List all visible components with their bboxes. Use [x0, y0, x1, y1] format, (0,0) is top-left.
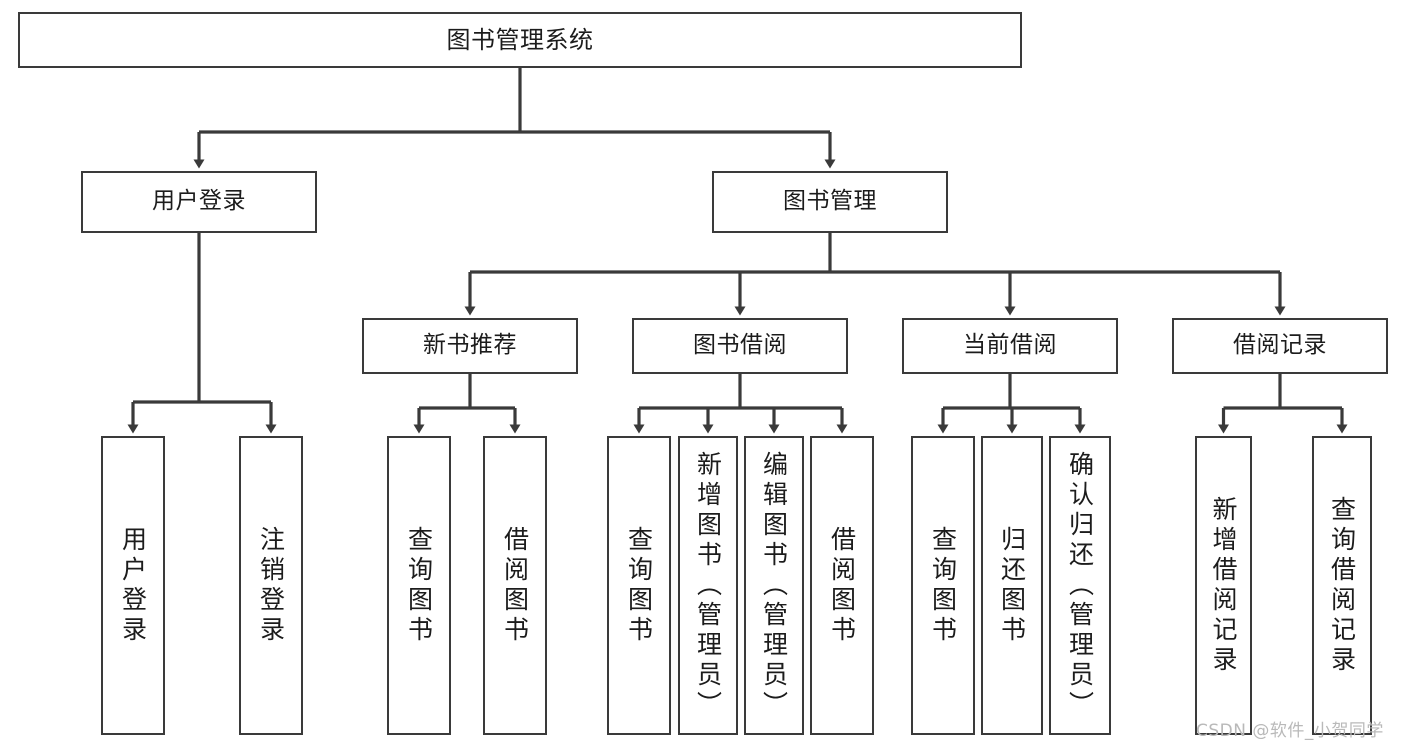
leaf-cur-return[interactable]: 归还图书 [981, 436, 1043, 735]
node-book-manage[interactable]: 图书管理 [712, 171, 948, 233]
leaf-user-login-label: 用户登录 [118, 525, 148, 646]
leaf-cur-return-label: 归还图书 [997, 525, 1027, 646]
leaf-cur-query[interactable]: 查询图书 [911, 436, 975, 735]
node-borrow-record[interactable]: 借阅记录 [1172, 318, 1388, 374]
leaf-rec-query[interactable]: 查询图书 [387, 436, 451, 735]
csdn-watermark: CSDN @软件_小贺同学 [1196, 721, 1384, 741]
leaf-rec-add[interactable]: 新增借阅记录 [1195, 436, 1252, 735]
leaf-borrow-query-label: 查询图书 [624, 525, 654, 646]
leaf-user-logout-label: 注销登录 [256, 525, 286, 646]
leaf-user-logout[interactable]: 注销登录 [239, 436, 303, 735]
node-book-manage-label: 图书管理 [783, 188, 877, 215]
leaf-user-login[interactable]: 用户登录 [101, 436, 165, 735]
leaf-borrow-do-label: 借阅图书 [827, 525, 857, 646]
node-root-label: 图书管理系统 [446, 25, 594, 54]
leaf-rec-search[interactable]: 查询借阅记录 [1312, 436, 1372, 735]
node-book-borrow[interactable]: 图书借阅 [632, 318, 848, 374]
node-new-book-rec-label: 新书推荐 [423, 332, 517, 359]
leaf-borrow-add[interactable]: 新增图书（管理员） [678, 436, 738, 735]
leaf-borrow-add-label: 新增图书（管理员） [693, 450, 723, 721]
leaf-borrow-edit[interactable]: 编辑图书（管理员） [744, 436, 804, 735]
node-current-borrow[interactable]: 当前借阅 [902, 318, 1118, 374]
node-user-login[interactable]: 用户登录 [81, 171, 317, 233]
leaf-borrow-do[interactable]: 借阅图书 [810, 436, 874, 735]
leaf-rec-borrow[interactable]: 借阅图书 [483, 436, 547, 735]
node-new-book-rec[interactable]: 新书推荐 [362, 318, 578, 374]
node-book-borrow-label: 图书借阅 [693, 332, 787, 359]
leaf-cur-confirm-label: 确认归还（管理员） [1065, 450, 1095, 721]
leaf-rec-add-label: 新增借阅记录 [1209, 495, 1238, 676]
node-borrow-record-label: 借阅记录 [1233, 332, 1327, 359]
leaf-rec-borrow-label: 借阅图书 [500, 525, 530, 646]
leaf-rec-query-label: 查询图书 [404, 525, 434, 646]
leaf-rec-search-label: 查询借阅记录 [1327, 495, 1357, 676]
leaf-cur-confirm[interactable]: 确认归还（管理员） [1049, 436, 1111, 735]
leaf-borrow-edit-label: 编辑图书（管理员） [759, 450, 789, 721]
node-root[interactable]: 图书管理系统 [18, 12, 1022, 68]
node-user-login-label: 用户登录 [152, 188, 246, 215]
leaf-borrow-query[interactable]: 查询图书 [607, 436, 671, 735]
leaf-cur-query-label: 查询图书 [928, 525, 958, 646]
node-current-borrow-label: 当前借阅 [963, 332, 1057, 359]
